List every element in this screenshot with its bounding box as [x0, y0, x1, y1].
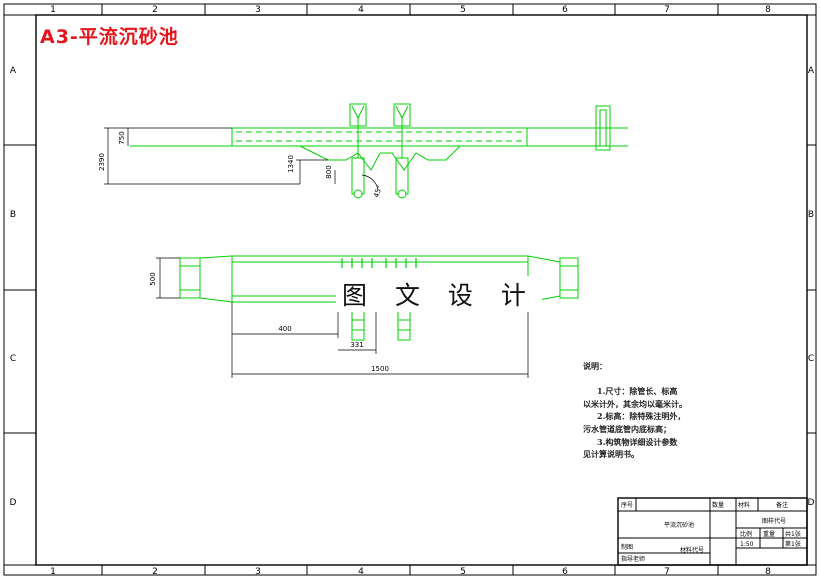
tb-scale-value: 1:50 [740, 541, 754, 548]
dim-1500: 1500 [371, 365, 389, 373]
col-label-bottom-4: 4 [358, 567, 364, 577]
dim-400: 400 [278, 325, 291, 333]
row-label-left-d: D [10, 498, 17, 508]
tb-sheet-no: 第1张 [785, 540, 801, 548]
col-label-bottom-2: 2 [152, 567, 158, 577]
note-2a: 2.标高：除特殊注明外， [597, 411, 686, 422]
note-1a: 1.尺寸：除管长、标高 [597, 386, 678, 397]
tb-weight-label: 重量 [763, 530, 775, 538]
dim-331: 331 [350, 341, 363, 349]
col-label-top-2: 2 [152, 5, 158, 15]
section-dimensions [104, 127, 379, 191]
col-label-bottom-8: 8 [765, 567, 771, 577]
col-label-top-4: 4 [358, 5, 364, 15]
tb-material-code: 材料代号 [680, 546, 704, 554]
col-label-bottom-6: 6 [562, 567, 568, 577]
top-zone-strip [4, 4, 816, 16]
col-label-bottom-7: 7 [664, 567, 670, 577]
dim-800: 800 [325, 165, 333, 178]
tb-reviewed: 指导老师 [621, 555, 645, 563]
drawing-title: A3-平流沉砂池 [40, 26, 179, 48]
col-label-top-3: 3 [255, 5, 261, 15]
notes-heading: 说明： [583, 361, 607, 371]
tb-seq: 序号 [621, 501, 633, 509]
note-3b: 见计算说明书。 [583, 449, 639, 460]
row-label-right-c: C [808, 354, 814, 364]
section-dim-labels: 2390 750 1340 800 45° [98, 131, 384, 198]
row-label-right-b: B [808, 210, 814, 220]
col-label-top-1: 1 [50, 5, 56, 15]
tb-drawing-code: 图样代号 [762, 517, 786, 525]
tb-material: 材料 [738, 501, 750, 509]
watermark-text: 图 文 设 计 [336, 276, 542, 312]
bottom-zone-strip [4, 564, 816, 575]
title-block [617, 497, 808, 566]
tb-remark: 备注 [776, 501, 788, 509]
tb-qty: 数量 [712, 501, 724, 509]
row-label-left-b: B [10, 210, 16, 220]
dim-500: 500 [149, 272, 157, 285]
col-label-top-5: 5 [460, 5, 466, 15]
note-3a: 3.构筑物详细设计参数 [597, 436, 678, 447]
section-view [130, 103, 628, 199]
col-label-bottom-1: 1 [50, 567, 56, 577]
tb-drawn: 制图 [621, 543, 633, 551]
col-label-top-7: 7 [664, 5, 670, 15]
note-1b: 以米计外，其余均以毫米计。 [583, 398, 687, 409]
tb-sheets-label: 共1张 [785, 530, 801, 538]
col-label-bottom-3: 3 [255, 567, 261, 577]
dim-1340: 1340 [287, 155, 295, 173]
tb-scale-label: 比例 [740, 530, 752, 538]
row-label-left-a: A [10, 66, 17, 76]
right-zone-strip [807, 144, 816, 434]
row-label-left-c: C [10, 354, 16, 364]
notes-block: 说明： 1.尺寸：除管长、标高 以米计外，其余均以毫米计。 2.标高：除特殊注明… [583, 360, 733, 461]
col-label-top-8: 8 [765, 5, 771, 15]
dim-angle: 45° [372, 184, 384, 198]
plan-dimensions [156, 257, 529, 378]
row-label-right-a: A [808, 66, 815, 76]
tb-drawing-name: 平流沉砂池 [664, 521, 694, 529]
title-block-text: 序号 数量 材料 备注 平流沉砂池 图样代号 比例 重量 共1张 1:50 第1… [621, 501, 801, 563]
zone-labels: 1 2 3 4 5 6 7 8 1 2 3 4 5 6 7 8 A B C D … [10, 5, 815, 577]
dim-750: 750 [118, 131, 126, 144]
plan-dim-labels: 500 400 331 1500 [149, 272, 389, 373]
left-zone-strip [4, 144, 36, 434]
col-label-top-6: 6 [562, 5, 568, 15]
row-label-right-d: D [808, 498, 815, 508]
col-label-bottom-5: 5 [460, 567, 466, 577]
dim-2390: 2390 [98, 153, 106, 171]
note-2b: 污水管道底管内底标高； [583, 423, 671, 434]
